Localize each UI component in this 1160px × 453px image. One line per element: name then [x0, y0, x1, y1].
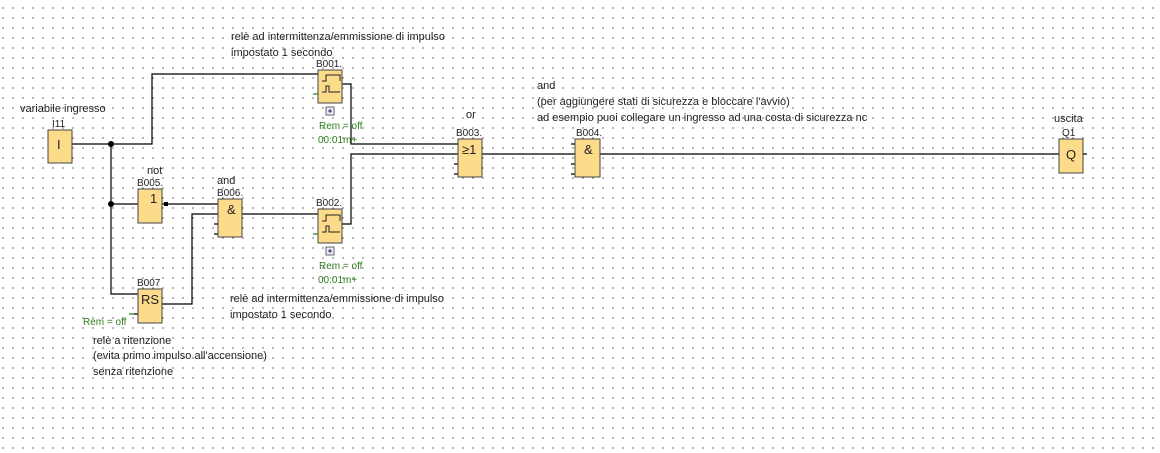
- comment-text: and: [217, 175, 235, 187]
- block-body[interactable]: [1058, 138, 1084, 174]
- block-body[interactable]: [457, 138, 483, 178]
- and-block-b006[interactable]: and B006. &: [217, 175, 243, 238]
- pulse-relay-block-b001[interactable]: relè ad intermittenza/emmissione di impu…: [231, 31, 445, 146]
- wire-b002-b003[interactable]: [342, 153, 458, 225]
- retentivity-param: Rem = off: [319, 261, 363, 272]
- block-label: Q1: [1062, 128, 1076, 139]
- and-block-b004[interactable]: and (per aggiungere stati di sicurezza e…: [537, 80, 868, 178]
- wire-b007-b006[interactable]: [162, 213, 218, 305]
- block-body[interactable]: [47, 129, 73, 164]
- block-body[interactable]: [574, 138, 601, 178]
- comment-text: impostato 1 secondo: [231, 47, 333, 59]
- junction-dot: [108, 141, 114, 147]
- comment-text: or: [466, 109, 476, 121]
- block-body[interactable]: [137, 288, 163, 324]
- plus-icon: [328, 249, 332, 253]
- block-label: B005.: [137, 178, 163, 189]
- comment-text: uscita: [1054, 113, 1084, 125]
- wires: [72, 73, 1059, 315]
- retentivity-param: Rem = off: [319, 121, 363, 132]
- pulse-relay-block-b002[interactable]: B002. Rem = off 00:01m+ relè ad intermit…: [230, 198, 444, 321]
- wire-i11-branch[interactable]: [110, 144, 138, 295]
- block-symbol: I: [57, 137, 61, 152]
- block-label: B001.: [316, 59, 342, 70]
- input-stubs: [134, 143, 575, 315]
- pulse-icon: [322, 74, 341, 93]
- comment-text: relè ad intermittenza/emmissione di impu…: [231, 31, 445, 43]
- output-block-q1[interactable]: uscita Q1 Q: [1054, 113, 1087, 174]
- block-body[interactable]: [217, 198, 243, 238]
- comment-text: ad esempio puoi collegare un ingresso ad…: [537, 112, 868, 124]
- comment-text: (evita primo impulso all'accensione): [93, 350, 267, 362]
- block-symbol: &: [227, 202, 236, 217]
- block-symbol: ≥1: [462, 142, 476, 157]
- block-symbol: &: [584, 142, 593, 157]
- junction-dot: [108, 201, 114, 207]
- comment-text: impostato 1 secondo: [230, 309, 332, 321]
- time-param: 00:01m+: [318, 275, 357, 286]
- block-body[interactable]: [317, 208, 343, 244]
- negation-marker: [164, 202, 168, 206]
- comment-text: (per aggiungere stati di sicurezza e blo…: [537, 96, 790, 108]
- wire-b001-b003[interactable]: [342, 83, 458, 145]
- retentivity-param: Rem = off: [83, 317, 127, 328]
- comment-text: relè a ritenzione: [93, 335, 171, 347]
- input-block-i11[interactable]: variabile ingresso I11 I: [20, 103, 106, 164]
- comment-text: senza ritenzione: [93, 366, 173, 378]
- time-param: 00:01m+: [318, 135, 357, 146]
- block-label: B007: [137, 278, 161, 289]
- param-stubs: [129, 93, 318, 315]
- wire-i11-b001[interactable]: [72, 73, 318, 145]
- block-symbol: RS: [141, 292, 159, 307]
- block-label: B003.: [456, 128, 482, 139]
- not-block-b005[interactable]: not B005. 1: [137, 165, 163, 224]
- comment-text: and: [537, 80, 555, 92]
- block-body[interactable]: [137, 188, 163, 224]
- block-label: B006.: [217, 188, 243, 199]
- plus-icon: [328, 109, 332, 113]
- rs-latch-block-b007[interactable]: B007 RS Rem = off relè a ritenzione (evi…: [83, 278, 267, 378]
- pulse-icon: [322, 214, 341, 233]
- block-label: I11: [52, 119, 66, 130]
- block-label: B002.: [316, 198, 342, 209]
- or-block-b003[interactable]: or B003. ≥1: [456, 109, 483, 178]
- comment-text: not: [147, 165, 162, 177]
- block-symbol: 1: [150, 191, 157, 206]
- comment-text: relè ad intermittenza/emmissione di impu…: [230, 293, 444, 305]
- block-label: B004.: [576, 128, 602, 139]
- comment-text: variabile ingresso: [20, 103, 106, 115]
- block-symbol: Q: [1066, 147, 1076, 162]
